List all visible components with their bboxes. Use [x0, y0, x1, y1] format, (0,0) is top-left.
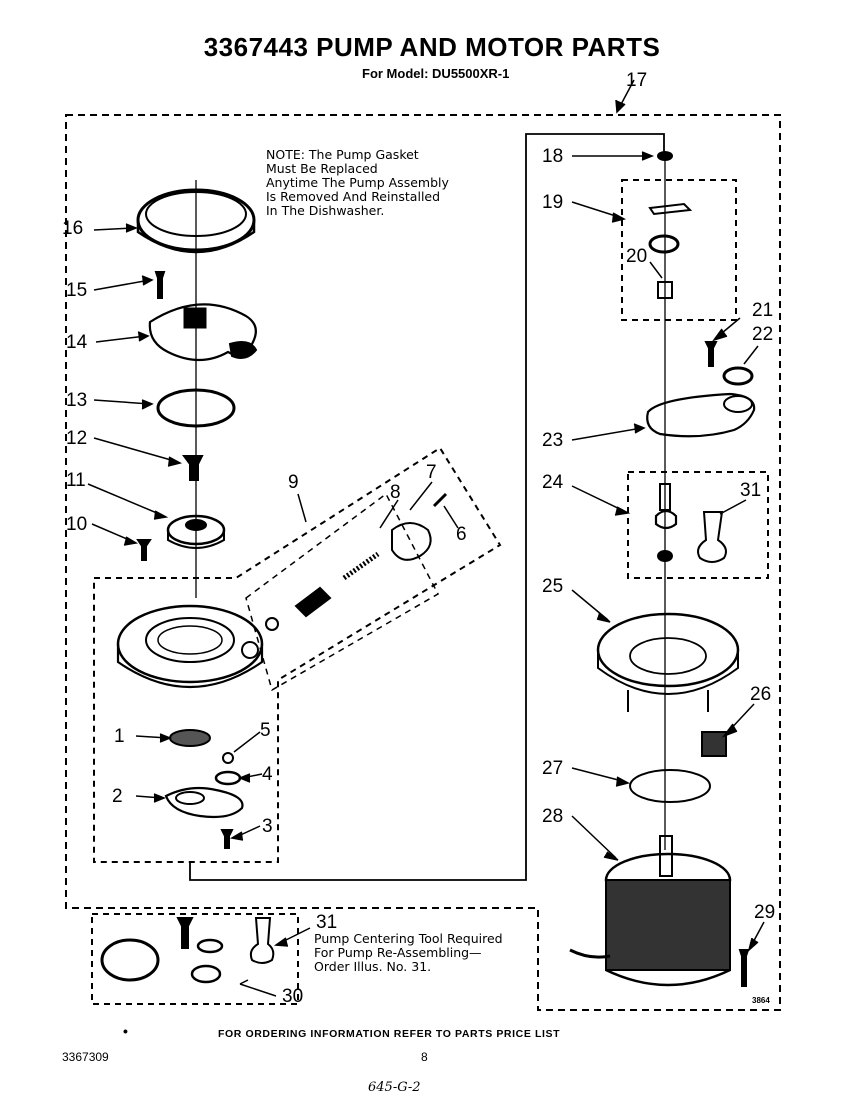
- page-number: 8: [421, 1050, 428, 1064]
- tool-note-line: Order Illus. No. 31.: [314, 959, 432, 974]
- bearing-kit-19-frame: [621, 179, 737, 321]
- callout-10: 10: [66, 514, 88, 535]
- motor-body-shape: [605, 879, 731, 971]
- leader-lines: [87, 79, 765, 997]
- callout-9: 9: [288, 472, 299, 493]
- centering-tool-left-shape: [249, 917, 275, 964]
- kit-gasket-shape: [100, 938, 160, 982]
- filter-screen-shape: [169, 729, 211, 747]
- seal-22-shape: [722, 366, 754, 386]
- callout-16: 16: [62, 218, 84, 239]
- callout-17: 17: [626, 70, 648, 91]
- screw-3-shape: [220, 829, 234, 849]
- kit-30-dashed-frame: [91, 913, 299, 1005]
- callout-29: 29: [754, 902, 776, 923]
- disc-27-shape: [629, 769, 711, 803]
- callout-26: 26: [750, 684, 772, 705]
- centering-tool-note: Pump Centering Tool Required For Pump Re…: [314, 932, 503, 974]
- kit-24-frame: [627, 471, 769, 579]
- bearing-spring-shape: [648, 234, 680, 254]
- callout-31-left: 31: [316, 912, 338, 933]
- tool-note-line: For Pump Re-Assembling—: [314, 945, 482, 960]
- bearing-20-shape: [657, 281, 673, 299]
- pump-base-shape: [164, 786, 244, 819]
- callout-19: 19: [542, 192, 564, 213]
- washer-18-shape: [657, 151, 673, 161]
- callout-22: 22: [752, 324, 774, 345]
- screw-21-shape: [704, 341, 718, 367]
- screw-10-shape: [136, 539, 152, 561]
- note-line: Is Removed And Reinstalled: [266, 189, 441, 204]
- ordering-info: FOR ORDERING INFORMATION REFER TO PARTS …: [218, 1028, 561, 1040]
- callout-3: 3: [262, 816, 273, 837]
- callout-2: 2: [112, 786, 123, 807]
- callout-25: 25: [542, 576, 564, 597]
- callout-7: 7: [426, 462, 437, 483]
- callout-28: 28: [542, 806, 564, 827]
- callout-12: 12: [66, 428, 88, 449]
- screw-15-shape: [154, 271, 166, 299]
- callout-31-right: 31: [740, 480, 762, 501]
- nut-shape: [657, 550, 673, 562]
- callout-4: 4: [262, 764, 273, 785]
- coupling-24-shape: [654, 509, 678, 530]
- callout-1: 1: [114, 726, 125, 747]
- callout-14: 14: [66, 332, 88, 353]
- bracket-19-shape: [648, 202, 693, 216]
- tool-note-line: Pump Centering Tool Required: [314, 931, 503, 946]
- callout-27: 27: [542, 758, 564, 779]
- footer-bullet: •: [123, 1023, 128, 1039]
- valve-spring-shape: [342, 551, 380, 581]
- callout-15: 15: [66, 280, 88, 301]
- kit-ring-shape: [190, 964, 222, 984]
- note-line: In The Dishwasher.: [266, 203, 385, 218]
- note-line: Must Be Replaced: [266, 161, 378, 176]
- kit-screw-shape: [176, 917, 194, 949]
- valve-housing-shape: [391, 522, 432, 561]
- valve-pin-shape: [432, 492, 448, 508]
- ring-4-shape: [214, 770, 242, 786]
- motor-bracket-23-shape: [646, 392, 756, 438]
- callout-20: 20: [626, 246, 648, 267]
- note-line: Anytime The Pump Assembly: [266, 175, 449, 190]
- valve-body-shape: [294, 586, 332, 618]
- callout-13: 13: [66, 390, 88, 411]
- assembly-connector-line: [189, 133, 665, 881]
- handwritten-note: 645-G-2: [368, 1080, 421, 1095]
- callout-8: 8: [390, 482, 401, 503]
- callout-21: 21: [752, 300, 774, 321]
- valve-ball-shape: [265, 617, 279, 631]
- pump-dashed-frame: [93, 446, 502, 863]
- callout-30: 30: [282, 986, 304, 1007]
- note-line: NOTE: The Pump Gasket: [266, 147, 419, 162]
- pump-gasket-note: NOTE: The Pump Gasket Must Be Replaced A…: [266, 148, 449, 218]
- document-number: 3367309: [62, 1050, 109, 1064]
- callout-11: 11: [66, 470, 86, 491]
- motor-wire-shape: [569, 948, 611, 959]
- callout-6: 6: [456, 524, 467, 545]
- motor-mount-shape: [596, 612, 740, 688]
- screw-29-shape: [738, 949, 750, 987]
- screw-12-shape: [182, 455, 204, 481]
- callout-24: 24: [542, 472, 564, 493]
- valve-kit-dashed-frame: [245, 492, 439, 692]
- kit-seal-shape: [196, 938, 224, 954]
- check-ball-shape: [222, 752, 234, 764]
- model-subtitle: For Model: DU5500XR-1: [362, 66, 510, 81]
- terminal-block-shape: [701, 731, 727, 757]
- callout-18: 18: [542, 146, 564, 167]
- page-title: 3367443 PUMP AND MOTOR PARTS: [203, 32, 661, 62]
- callout-5: 5: [260, 720, 271, 741]
- callout-23: 23: [542, 430, 564, 451]
- figure-code: 3864: [752, 996, 770, 1005]
- o-ring-13-shape: [156, 388, 236, 428]
- outer-dashed-frame: [65, 114, 781, 1011]
- centering-tool-right-shape: [697, 511, 727, 563]
